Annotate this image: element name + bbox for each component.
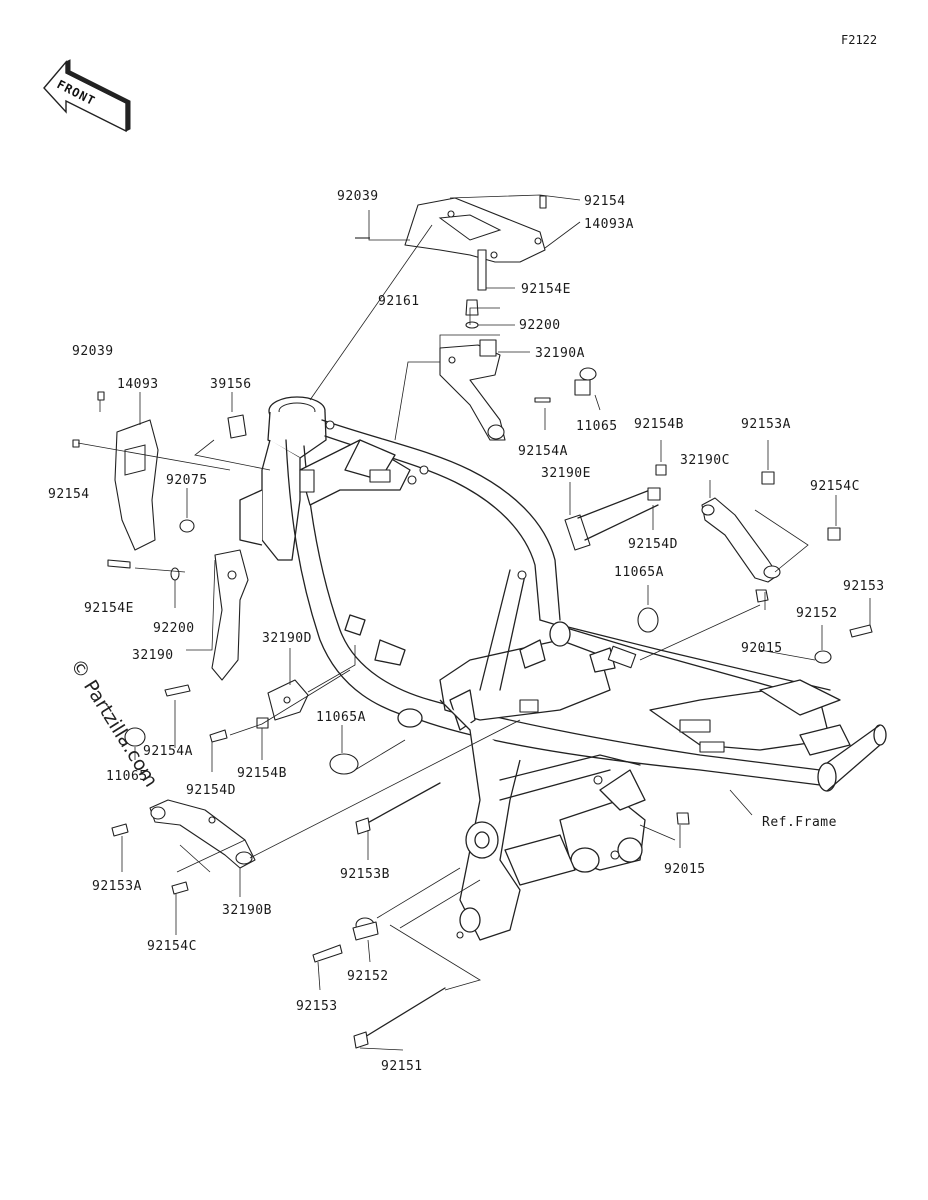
bolt-92153A-top xyxy=(761,471,775,485)
bolt-92154B-top xyxy=(655,464,667,476)
bolt-92153A-left xyxy=(111,823,129,837)
label-92151: 92151 xyxy=(381,1059,423,1074)
label-11065A-top: 11065A xyxy=(614,565,664,580)
bracket-32190 xyxy=(211,549,249,681)
label-92153A-left: 92153A xyxy=(92,879,142,894)
label-92154D-left: 92154D xyxy=(186,783,236,798)
label-92154D-top: 92154D xyxy=(628,537,678,552)
bracket-32190B xyxy=(149,799,256,869)
label-32190B: 32190B xyxy=(222,903,272,918)
label-92154-left: 92154 xyxy=(48,487,90,502)
bracket-32190C xyxy=(701,497,781,583)
grommet-11065-left xyxy=(124,727,146,747)
fasteners-top xyxy=(355,195,547,329)
label-92039-top: 92039 xyxy=(337,189,379,204)
bracket-32190A xyxy=(439,339,506,441)
label-11065-left: 11065 xyxy=(106,769,148,784)
label-92154B-mid: 92154B xyxy=(237,766,287,781)
label-11065-top: 11065 xyxy=(576,419,618,434)
label-32190: 32190 xyxy=(132,648,174,663)
label-14093A: 14093A xyxy=(584,217,634,232)
label-32190E: 32190E xyxy=(541,466,591,481)
label-11065A-mid: 11065A xyxy=(316,710,366,725)
label-92161: 92161 xyxy=(378,294,420,309)
label-39156 xyxy=(227,414,247,439)
label-32190A: 32190A xyxy=(535,346,585,361)
label-92154-top: 92154 xyxy=(584,194,626,209)
bolt-92154C-top xyxy=(827,527,841,541)
figure-code: F2122 xyxy=(841,33,877,47)
bolt-92154D-left xyxy=(209,729,228,743)
label-32190D: 32190D xyxy=(262,631,312,646)
label-92153-right: 92153 xyxy=(843,579,885,594)
bolt-92153-bottom xyxy=(312,944,343,963)
label-32190C: 32190C xyxy=(680,453,730,468)
grommet-11065A xyxy=(329,607,659,775)
bolt-92151 xyxy=(353,987,446,1049)
leader-lines xyxy=(77,194,871,1051)
grommet-92075 xyxy=(179,519,195,533)
label-92200-top: 92200 xyxy=(519,318,561,333)
label-92154C-left: 92154C xyxy=(147,939,197,954)
bracket-32190D xyxy=(267,679,309,721)
bolt-92153B xyxy=(355,782,441,835)
label-92075: 92075 xyxy=(166,473,208,488)
label-92153-bot: 92153 xyxy=(296,999,338,1014)
label-92015-top: 92015 xyxy=(741,641,783,656)
bolt-92154E-left xyxy=(107,559,131,569)
motorcycle-frame xyxy=(239,396,887,941)
cover-14093 xyxy=(114,419,159,551)
nut-92015-top xyxy=(755,589,769,603)
bolt-92154C-left xyxy=(171,881,189,895)
bolt-92154-left xyxy=(72,439,80,448)
label-92154A-top: 92154A xyxy=(518,444,568,459)
label-92015-bot: 92015 xyxy=(664,862,706,877)
collar-92152-right xyxy=(814,624,873,664)
label-92154E-top: 92154E xyxy=(521,282,571,297)
label-92154A-left: 92154A xyxy=(143,744,193,759)
label-92153A-top: 92153A xyxy=(741,417,791,432)
label-92039-left: 92039 xyxy=(72,344,114,359)
part-labels: 92039 92154 14093A 92154E 92161 92200 32… xyxy=(48,189,885,1074)
label-92200-left: 92200 xyxy=(153,621,195,636)
collar-92152-bottom xyxy=(352,917,379,941)
nut-92154B-mid xyxy=(256,717,269,729)
bolt-92154A-left xyxy=(164,684,191,697)
nut-92015-bottom xyxy=(676,812,690,825)
label-92153B: 92153B xyxy=(340,867,390,882)
label-92154E-left: 92154E xyxy=(84,601,134,616)
label-92152-bot: 92152 xyxy=(347,969,389,984)
bolt-92039-left xyxy=(97,391,105,401)
grommet-11065-top xyxy=(534,367,597,403)
label-14093: 14093 xyxy=(117,377,159,392)
washer-92200-left xyxy=(170,567,180,581)
bracket-32190E xyxy=(564,487,661,551)
front-arrow-icon: FRONT xyxy=(43,59,131,133)
label-39156: 39156 xyxy=(210,377,252,392)
label-ref-frame: Ref.Frame xyxy=(762,815,837,830)
label-92152-right: 92152 xyxy=(796,606,838,621)
label-92154C-top: 92154C xyxy=(810,479,860,494)
label-92154B-top: 92154B xyxy=(634,417,684,432)
cover-14093A xyxy=(404,197,546,263)
